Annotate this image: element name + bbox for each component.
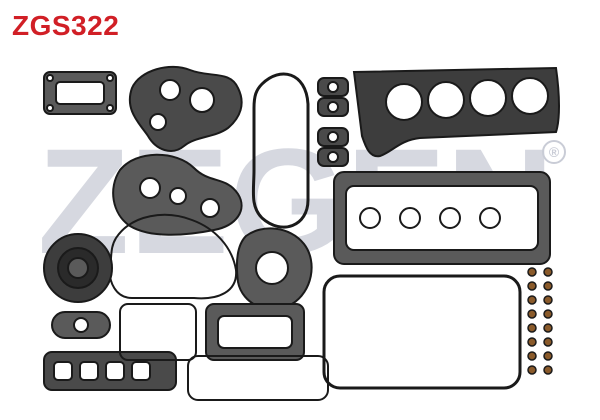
crankshaft-seal (43, 233, 113, 303)
exhaust-manifold-gaskets (317, 77, 349, 167)
thermostat-gasket (129, 65, 243, 152)
sump-gasket (322, 274, 522, 390)
oval-gasket (51, 311, 111, 339)
turbo-flange-gasket (43, 71, 117, 115)
cover-gaskets (119, 303, 329, 401)
cylinder-head-gasket (352, 66, 560, 158)
oil-cooler-gasket (112, 153, 243, 236)
intake-manifold-gasket (43, 351, 177, 391)
product-code: ZGS322 (12, 10, 120, 41)
water-pump-gasket (236, 227, 313, 311)
oil-pan-gasket (251, 72, 310, 229)
valve-cover-gasket (333, 171, 551, 265)
registered-mark: ® (542, 140, 566, 164)
valve-stem-seals (527, 267, 553, 375)
